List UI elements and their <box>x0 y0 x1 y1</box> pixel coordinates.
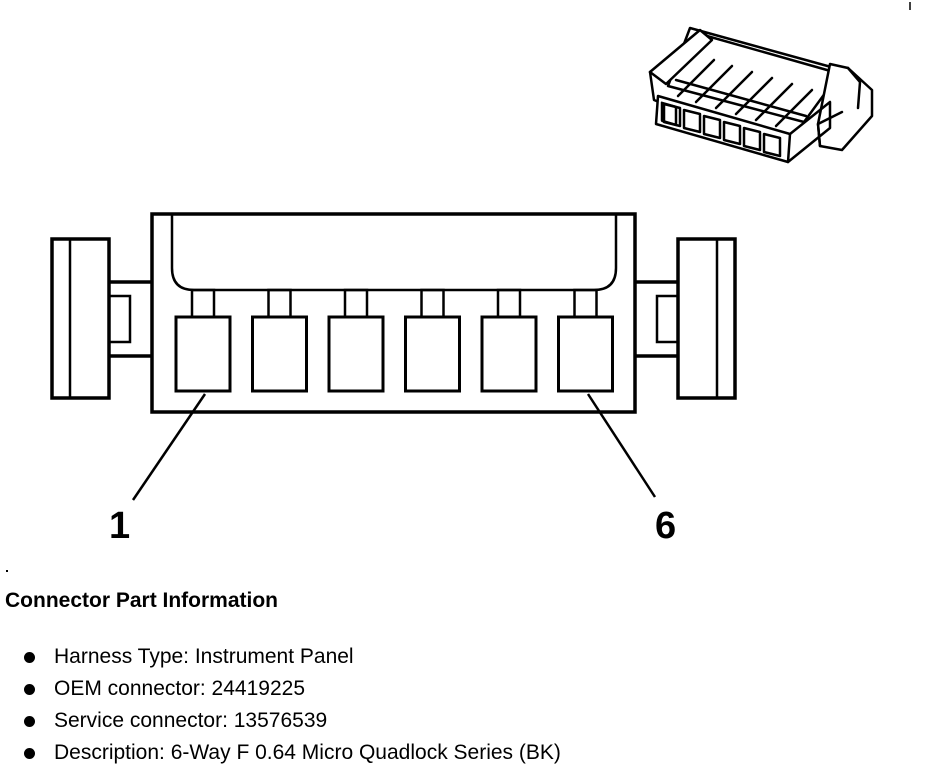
cavity-group <box>174 288 614 393</box>
connector-face-view <box>50 212 737 501</box>
bullet-icon <box>24 652 35 663</box>
oem-connector-text: OEM connector: 24419225 <box>54 677 305 700</box>
list-item: OEM connector: 24419225 <box>0 675 561 707</box>
harness-type-text: Harness Type: Instrument Panel <box>54 645 354 668</box>
cavity-5 <box>480 315 538 393</box>
part-info-list: Harness Type: Instrument Panel OEM conne… <box>0 643 561 771</box>
cavity-4 <box>404 315 461 393</box>
connector-housing <box>150 212 637 414</box>
bullet-icon <box>24 684 35 695</box>
connector-isometric-illustration <box>648 26 874 164</box>
housing-recess <box>170 214 618 292</box>
cavity-2 <box>251 315 308 393</box>
bullet-icon <box>24 748 35 759</box>
right-latch <box>635 237 737 400</box>
pin-6-label: 6 <box>655 505 676 547</box>
pin-1-label: 1 <box>109 505 130 547</box>
cavity-3 <box>327 315 385 393</box>
list-item: Service connector: 13576539 <box>0 707 561 739</box>
description-text: Description: 6-Way F 0.64 Micro Quadlock… <box>54 741 561 764</box>
list-item: Description: 6-Way F 0.64 Micro Quadlock… <box>0 739 561 771</box>
section-title: Connector Part Information <box>5 589 279 612</box>
cavity-6 <box>557 315 614 393</box>
left-latch <box>50 237 152 400</box>
bullet-icon <box>24 716 35 727</box>
stray-mark <box>6 570 8 572</box>
pin-1-leader-line <box>131 393 207 501</box>
list-item: Harness Type: Instrument Panel <box>0 643 561 675</box>
cavity-1 <box>174 315 232 393</box>
pin-6-leader-line <box>586 393 657 498</box>
service-connector-text: Service connector: 13576539 <box>54 709 328 732</box>
